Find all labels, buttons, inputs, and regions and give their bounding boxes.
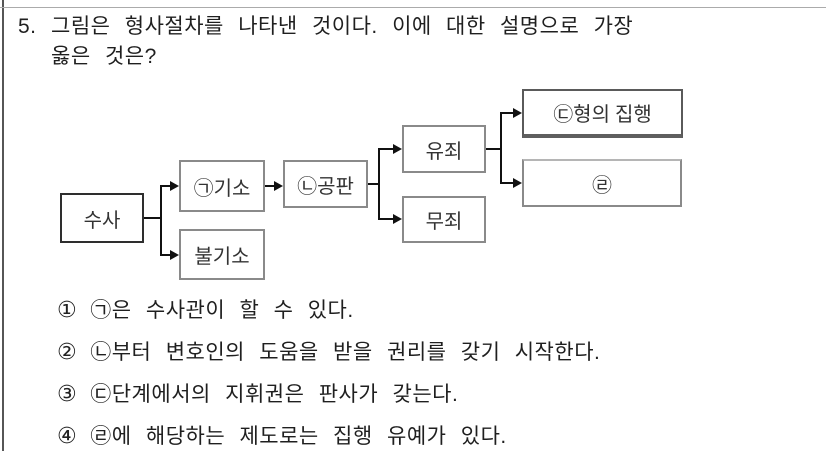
flow-connector	[500, 182, 513, 184]
choice-2-text: ㉡부터 변호인의 도움을 받을 권리를 갖기 시작한다.	[90, 341, 601, 364]
question-number: 5.	[18, 15, 37, 38]
flow-node-guilty: 유죄	[402, 125, 486, 173]
flow-node-investigation: 수사	[60, 193, 144, 243]
flow-node-not-guilty: 무죄	[402, 196, 486, 243]
flow-node-sentence-execution: ㉢형의 집행	[522, 89, 683, 138]
choice-2: ② ㉡부터 변호인의 도움을 받을 권리를 갖기 시작한다.	[57, 338, 600, 367]
choice-3-marker: ③	[57, 381, 78, 406]
flow-connector	[500, 112, 502, 184]
question-text: 그림은 형사절차를 나타낸 것이다. 이에 대한 설명으로 가장 옳은 것은?	[51, 12, 633, 72]
arrowhead-icon	[513, 108, 522, 118]
flow-connector	[160, 254, 172, 256]
flow-connector	[486, 148, 502, 150]
choice-4-marker: ④	[57, 423, 78, 448]
arrowhead-icon	[513, 178, 522, 188]
question-stem: 5. 그림은 형사절차를 나타낸 것이다. 이에 대한 설명으로 가장 옳은 것…	[18, 12, 633, 72]
question-text-line1: 그림은 형사절차를 나타낸 것이다. 이에 대한 설명으로 가장	[51, 15, 634, 38]
flow-connector	[144, 217, 162, 219]
flow-node-blank-rieul: ㉣	[522, 159, 682, 207]
flow-connector	[265, 185, 276, 187]
choice-3-text: ㉢단계에서의 지휘권은 판사가 갖는다.	[90, 383, 459, 406]
flow-connector	[378, 148, 380, 220]
arrowhead-icon	[170, 250, 179, 260]
choice-1-text: ㉠은 수사관이 할 수 있다.	[90, 299, 354, 322]
flow-node-trial: ㉡공판	[283, 160, 368, 208]
choice-1-marker: ①	[57, 297, 78, 322]
flow-connector	[378, 148, 394, 150]
page-top-border	[0, 7, 826, 8]
choice-2-marker: ②	[57, 339, 78, 364]
arrowhead-icon	[393, 214, 402, 224]
choice-4: ④ ㉣에 해당하는 제도로는 집행 유예가 있다.	[57, 422, 600, 451]
choice-4-text: ㉣에 해당하는 제도로는 집행 유예가 있다.	[90, 425, 507, 448]
flow-node-non-indictment: 불기소	[179, 229, 265, 280]
arrowhead-icon	[393, 144, 402, 154]
flow-connector	[368, 183, 380, 185]
flow-connector	[378, 218, 394, 220]
flow-node-indictment: ㉠기소	[179, 160, 265, 212]
arrowhead-icon	[274, 181, 283, 191]
arrowhead-icon	[170, 181, 179, 191]
choice-3: ③ ㉢단계에서의 지휘권은 판사가 갖는다.	[57, 380, 600, 409]
flow-connector	[160, 185, 162, 256]
question-text-line2: 옳은 것은?	[51, 45, 157, 68]
answer-choices: ① ㉠은 수사관이 할 수 있다. ② ㉡부터 변호인의 도움을 받을 권리를 …	[57, 296, 600, 451]
criminal-procedure-flowchart: 수사 ㉠기소 불기소 ㉡공판 유죄 무죄 ㉢형의 집행 ㉣	[0, 80, 710, 292]
flow-connector	[160, 185, 172, 187]
page-left-border	[2, 0, 4, 451]
flow-connector	[500, 112, 513, 114]
choice-1: ① ㉠은 수사관이 할 수 있다.	[57, 296, 600, 325]
